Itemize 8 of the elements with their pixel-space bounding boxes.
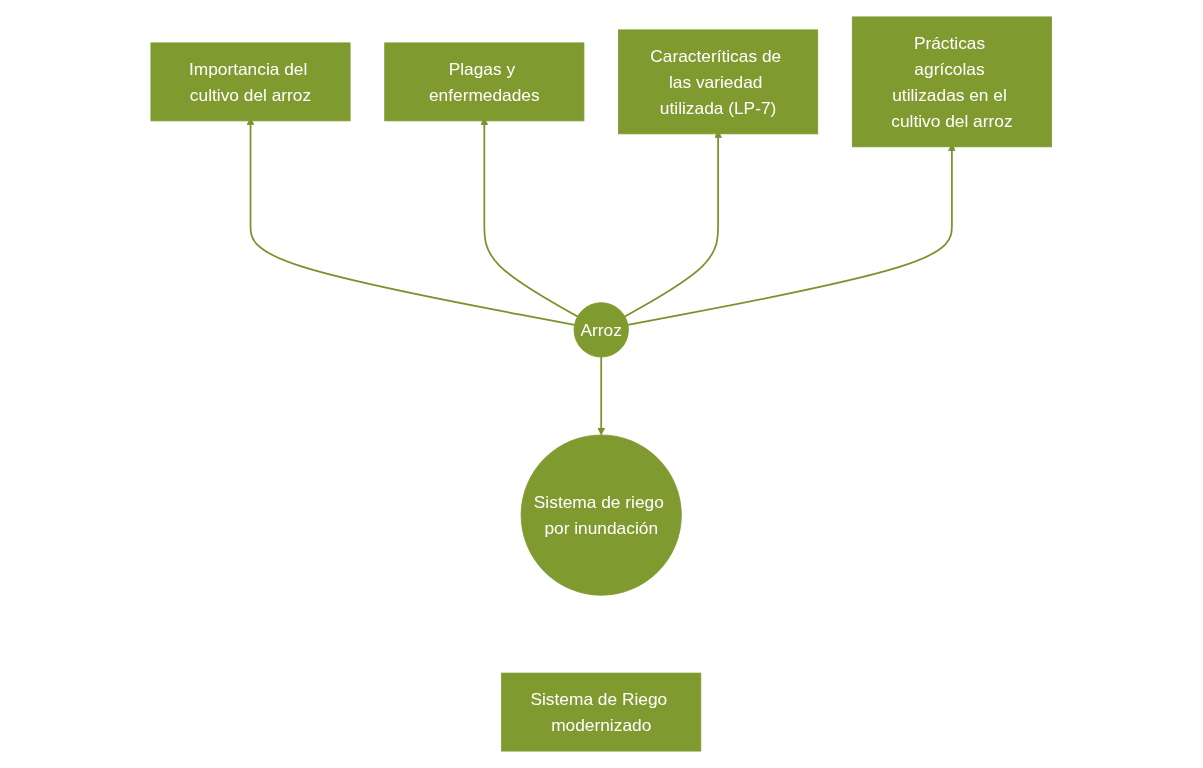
node-circle: Sistema de riego por inundación bbox=[520, 434, 683, 596]
node-box: Plagas y enfermedades bbox=[384, 42, 585, 122]
node-box: Caracteríticas de las variedad utilizada (LP-7) bbox=[618, 29, 819, 135]
node-box: Importancia del cultivo del arroz bbox=[150, 42, 351, 122]
node-circle: Arroz bbox=[573, 302, 630, 358]
node-box: Sistema de Riego modernizado bbox=[501, 672, 702, 752]
arrow bbox=[597, 356, 606, 436]
node-box: Prácticas agrícolas utilizadas en el cultivo del arroz bbox=[852, 16, 1053, 148]
